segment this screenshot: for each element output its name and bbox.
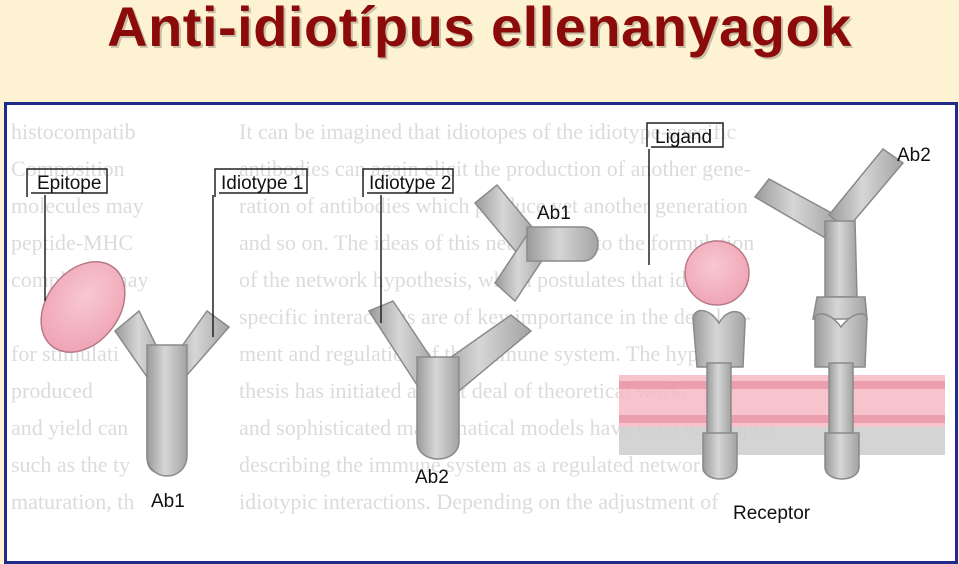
- ligand: [684, 240, 750, 306]
- idiotype-network-diagram: Epitope Idiotype 1 Idiotype 2 Ab1 Ab1 Ab…: [26, 122, 945, 524]
- receptor-right: [814, 313, 868, 480]
- epitope-antigen: [40, 261, 126, 353]
- label-idiotype-2: Idiotype 2: [369, 173, 451, 194]
- ab2-antibody-right: [753, 147, 905, 320]
- ab2-antibody-center: [367, 300, 533, 460]
- label-ab1-left: Ab1: [151, 491, 185, 512]
- label-ab2-right: Ab2: [897, 145, 931, 166]
- label-ligand: Ligand: [655, 127, 712, 148]
- receptor-left: [692, 309, 746, 480]
- slide-title: Anti-idiotípus ellenanyagok: [107, 0, 852, 58]
- label-ab2-center: Ab2: [415, 467, 449, 488]
- label-idiotype-1: Idiotype 1: [221, 173, 303, 194]
- ab1-antibody-left: [113, 309, 231, 477]
- label-receptor: Receptor: [733, 503, 811, 524]
- ab1-antibody-top: [473, 183, 599, 303]
- label-leaders: [26, 122, 724, 337]
- cell-membrane: [619, 375, 945, 455]
- label-ab1-top: Ab1: [537, 203, 571, 224]
- label-epitope: Epitope: [37, 173, 101, 194]
- figure-frame: histocompatib Composition molecules may …: [4, 102, 958, 564]
